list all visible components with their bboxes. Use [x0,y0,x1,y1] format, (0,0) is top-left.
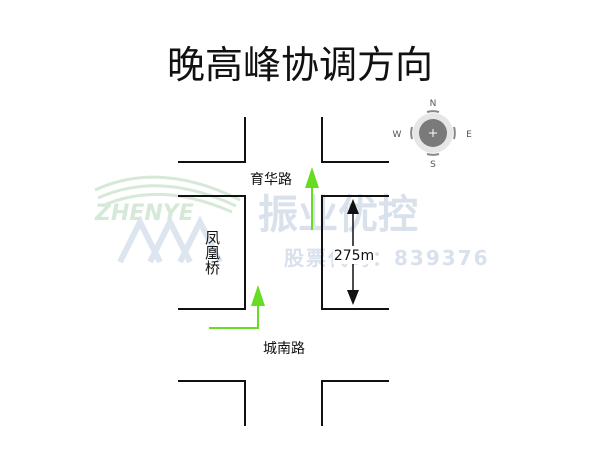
road-block-west [178,195,246,310]
road-corner-nw-top [178,117,246,163]
distance-indicator: 275m [333,199,375,305]
watermark: ZHENYE 振业优控 股票代码：839376 [94,175,490,270]
compass-east-label: E [466,130,472,140]
road-label-north: 育华路 [250,172,292,188]
compass-south-label: S [430,160,436,170]
page-title: 晚高峰协调方向 [167,43,433,87]
up-arrow-icon [209,285,265,329]
watermark-main-text: 振业优控 [258,192,418,238]
road-network [178,117,389,426]
compass-icon: N S W E [393,99,473,170]
watermark-logo-icon [94,175,241,264]
coordination-arrows [209,167,319,329]
watermark-sub-text: 股票代码：839376 [284,246,490,270]
compass-west-label: W [393,130,402,140]
road-corner-sw-bottom [178,380,246,426]
road-label-south: 城南路 [263,341,305,357]
up-arrow-icon [305,167,319,230]
compass-north-label: N [430,99,437,109]
road-corner-ne-top [321,117,389,163]
road-corner-se-bottom [321,380,389,426]
watermark-logo-text: ZHENYE [94,201,194,226]
road-block-east [321,195,389,310]
distance-label: 275m [334,248,374,264]
road-label-west: 凤凰桥 [203,230,221,275]
